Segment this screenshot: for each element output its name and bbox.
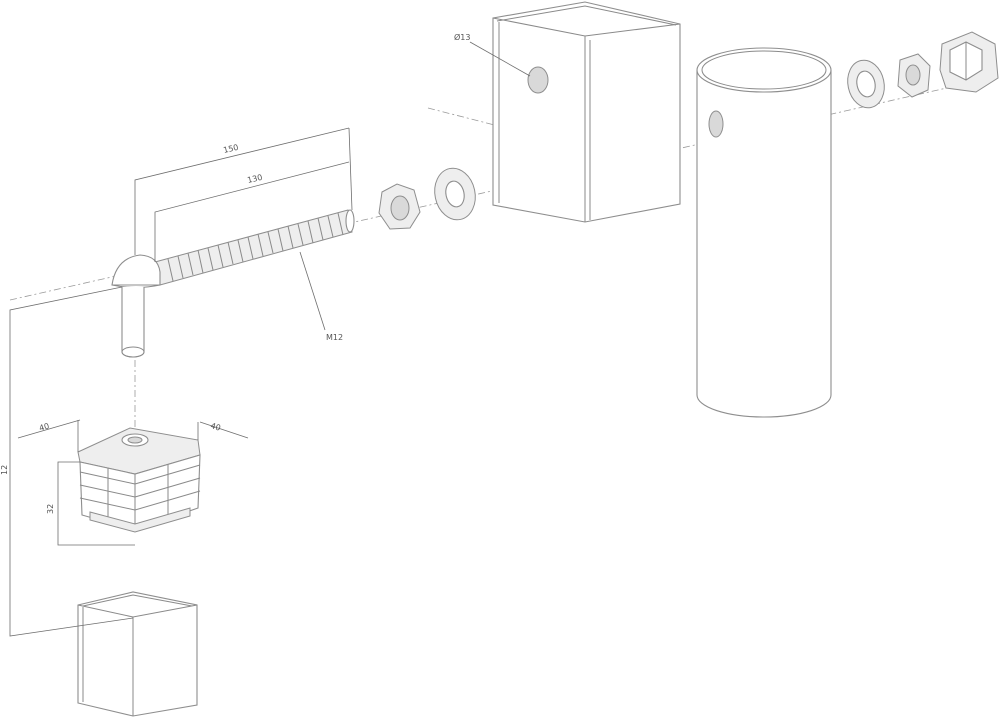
label-thread-size: M12	[326, 333, 343, 342]
tube-bolt-hole	[708, 110, 724, 138]
dimension-overall-length	[134, 127, 353, 255]
post-bolt-hole	[527, 66, 549, 94]
label-insert-height: 32	[46, 504, 55, 514]
dimension-insert-height	[57, 461, 135, 546]
dimension-labels: Ø13 150 130 M12 40 40 32 12	[0, 32, 470, 514]
dimension-insert-width	[17, 419, 249, 452]
label-width-right: 40	[209, 421, 221, 432]
right-washer	[847, 59, 885, 109]
label-overall-length: 150	[222, 143, 239, 155]
left-nut	[378, 183, 421, 230]
square-tube-bottom	[77, 591, 198, 717]
label-hole-diameter: Ø13	[454, 32, 470, 42]
square-post-top	[492, 1, 681, 223]
right-nut	[897, 53, 931, 98]
hinge-pin	[111, 209, 355, 358]
label-thread-length: 130	[246, 173, 263, 185]
dimension-thread-length	[154, 161, 350, 262]
cap-nut	[939, 31, 999, 93]
label-width-left: 40	[38, 421, 50, 432]
square-insert	[77, 427, 201, 533]
dimension-hole-leader	[469, 41, 531, 77]
left-washer	[434, 167, 476, 221]
dimension-overall-height	[9, 286, 134, 637]
dimension-thread-leader	[299, 251, 326, 331]
round-tube	[696, 47, 832, 418]
label-overall-height: 12	[0, 465, 9, 475]
